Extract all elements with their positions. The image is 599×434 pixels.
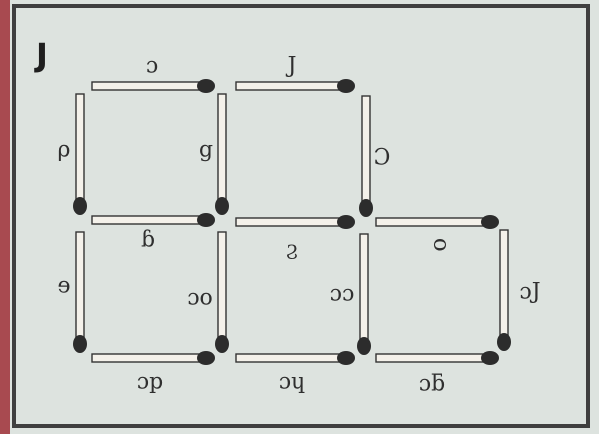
matchstick-head — [337, 351, 355, 365]
matchstick-head — [197, 213, 215, 227]
matchstick-head — [73, 197, 87, 215]
matchstick — [359, 96, 373, 217]
matchstick-body — [92, 82, 206, 90]
matchstick — [497, 230, 511, 351]
matchstick-label: ɔɥ — [279, 370, 306, 395]
matchstick — [236, 79, 355, 93]
matchstick — [92, 213, 215, 227]
matchstick-head — [215, 197, 229, 215]
matchstick — [92, 79, 215, 93]
matchstick-label: ɘ — [57, 274, 70, 299]
matchstick — [215, 232, 229, 353]
matchstick-head — [337, 215, 355, 229]
matchstick-body — [76, 232, 84, 344]
matchstick — [357, 234, 371, 355]
matchstick-body — [236, 354, 346, 362]
matchstick-head — [337, 79, 355, 93]
matchstick-head — [481, 215, 499, 229]
matchstick — [236, 215, 355, 229]
matchstick-body — [236, 218, 346, 226]
matchstick-body — [376, 218, 490, 226]
matchstick-label: J — [288, 54, 297, 79]
matchstick — [73, 94, 87, 215]
matchstick — [376, 215, 499, 229]
matchstick-label: ɔƃ — [419, 372, 445, 397]
matchstick — [92, 351, 215, 365]
matchstick-body — [92, 354, 206, 362]
matchstick-label: ɔ — [146, 54, 158, 79]
matchstick-body — [236, 82, 346, 90]
matchstick-label: Ϩ — [286, 239, 298, 265]
matchstick-head — [359, 199, 373, 217]
matchstick — [236, 351, 355, 365]
matchstick-head — [197, 351, 215, 365]
matchstick-body — [500, 230, 508, 342]
matchstick-label: ɓ — [141, 228, 155, 253]
matchstick-body — [362, 96, 370, 208]
matchstick-body — [76, 94, 84, 206]
matchstick-head — [197, 79, 215, 93]
matchstick-head — [481, 351, 499, 365]
matchstick-label: ɔp — [137, 370, 163, 395]
matchstick-label: ɔo — [187, 286, 213, 311]
matchstick-body — [360, 234, 368, 346]
matchstick-body — [376, 354, 490, 362]
matchstick-label: ᴑ — [433, 232, 447, 257]
matchstick-label: ɔJ — [519, 280, 540, 305]
matchstick-head — [497, 333, 511, 351]
matchstick — [376, 351, 499, 365]
matchstick-head — [73, 335, 87, 353]
matchstick — [73, 232, 87, 353]
matchstick-body — [218, 232, 226, 344]
matchstick-label: Ɔ — [374, 146, 391, 171]
matchstick-body — [218, 94, 226, 206]
matchstick-head — [215, 335, 229, 353]
matchstick-label: ɔɔ — [330, 282, 355, 307]
matchstick-label: ց — [199, 138, 213, 163]
matchstick-body — [92, 216, 206, 224]
matchstick-head — [357, 337, 371, 355]
matchstick-label: ρ — [58, 138, 71, 163]
matchstick — [215, 94, 229, 215]
